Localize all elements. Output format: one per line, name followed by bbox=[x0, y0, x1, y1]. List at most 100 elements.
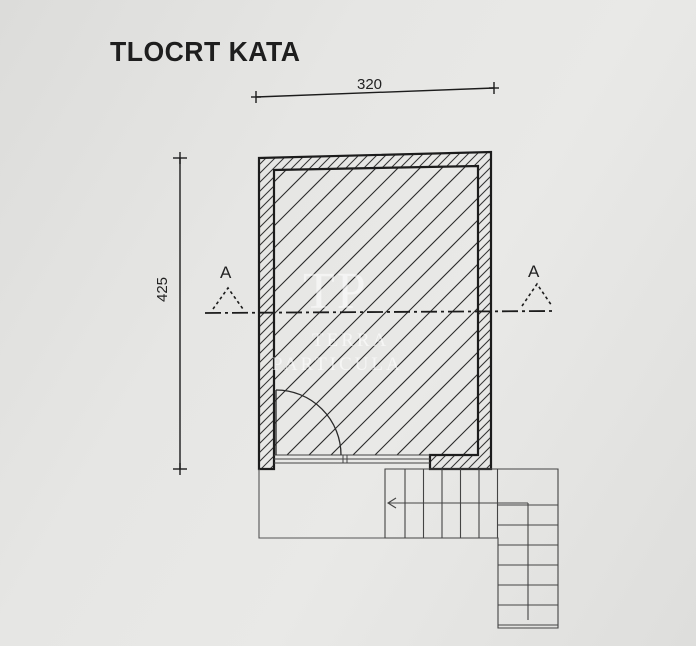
hatch-line bbox=[283, 166, 478, 455]
hatch-line bbox=[402, 152, 491, 469]
hatch-line bbox=[259, 152, 419, 469]
hatch-line bbox=[511, 150, 696, 480]
hatch-line bbox=[321, 152, 491, 469]
hatch-line bbox=[0, 150, 256, 480]
hatch-line bbox=[520, 150, 696, 480]
hatch-line bbox=[556, 150, 696, 480]
hatch-line bbox=[415, 166, 478, 455]
hatch-line bbox=[259, 152, 446, 469]
hatch-line bbox=[0, 150, 152, 480]
hatch-line bbox=[538, 150, 696, 480]
hatch-line bbox=[682, 150, 696, 480]
hatch-line bbox=[259, 152, 491, 469]
hatch-line bbox=[526, 150, 696, 480]
hatch-line bbox=[459, 166, 478, 455]
hatch-line bbox=[305, 166, 478, 455]
hatch-line bbox=[0, 150, 202, 480]
hatch-line bbox=[691, 150, 696, 480]
hatch-line bbox=[646, 150, 696, 480]
section-marker-left-label: A bbox=[220, 263, 232, 282]
hatch-line bbox=[274, 166, 351, 455]
hatch-line bbox=[658, 150, 696, 480]
hatch-line bbox=[0, 150, 175, 480]
section-marker-right bbox=[521, 282, 553, 307]
hatch-line bbox=[393, 166, 478, 455]
hatch-line bbox=[465, 152, 491, 469]
hatch-line bbox=[614, 150, 696, 480]
hatch-line bbox=[339, 152, 491, 469]
hatch-line bbox=[274, 166, 395, 455]
hatch-line bbox=[502, 150, 696, 480]
hatch-line bbox=[628, 150, 696, 480]
hatch-line bbox=[592, 150, 696, 480]
door-swing bbox=[275, 389, 342, 456]
hatch-line bbox=[0, 150, 262, 480]
hatch-line bbox=[504, 150, 696, 480]
hatch-line bbox=[259, 152, 347, 469]
bottom-opening bbox=[274, 454, 430, 464]
drawing-title: TLOCRT KATA bbox=[110, 36, 301, 67]
hatch-line bbox=[259, 152, 293, 469]
hatch-line bbox=[429, 152, 491, 469]
hatch-line bbox=[619, 150, 696, 480]
hatch-line bbox=[274, 166, 461, 455]
hatch-line bbox=[474, 152, 491, 469]
hatch-line bbox=[592, 150, 696, 480]
hatch-line bbox=[366, 152, 491, 469]
hatch-line bbox=[259, 152, 491, 469]
hatch-line bbox=[0, 150, 130, 480]
hatch-line bbox=[0, 150, 238, 480]
hatch-line bbox=[274, 166, 478, 455]
hatch-line bbox=[570, 150, 696, 480]
hatch-line bbox=[601, 150, 696, 480]
section-marker-left bbox=[212, 286, 244, 310]
hatch-line bbox=[547, 150, 696, 480]
hatch-line bbox=[274, 166, 478, 455]
hatch-line bbox=[0, 150, 229, 480]
hatch-line bbox=[0, 150, 247, 480]
hatch-line bbox=[0, 150, 174, 480]
hatch-line bbox=[274, 166, 478, 455]
hatch-line bbox=[274, 166, 478, 455]
height-dimension-line bbox=[173, 152, 187, 475]
hatch-line bbox=[393, 152, 491, 469]
hatch-line bbox=[673, 150, 696, 480]
hatch-line bbox=[259, 152, 464, 469]
hatch-line bbox=[348, 152, 491, 469]
hatch-line bbox=[259, 152, 284, 469]
hatch-line bbox=[274, 166, 478, 455]
watermark-monogram: TP bbox=[303, 263, 368, 320]
hatch-line bbox=[259, 152, 266, 469]
hatch-line bbox=[349, 166, 478, 455]
wall-outline bbox=[257, 150, 493, 471]
hatch-line bbox=[0, 150, 220, 480]
hatch-line bbox=[0, 150, 166, 480]
watermark-line-1: TERRA bbox=[312, 330, 390, 351]
stair-direction-arrow bbox=[386, 497, 529, 620]
hatch-line bbox=[259, 152, 491, 469]
hatch-line bbox=[482, 150, 696, 480]
hatch-line bbox=[259, 152, 491, 469]
hatch-line bbox=[259, 152, 437, 469]
hatch-line bbox=[636, 150, 696, 480]
hatch-line bbox=[610, 150, 696, 480]
hatch-line bbox=[274, 166, 417, 455]
stairs bbox=[384, 468, 559, 629]
hatch-line bbox=[456, 152, 491, 469]
hatch-line bbox=[274, 166, 329, 455]
hatch-line bbox=[664, 150, 696, 480]
hatch-line bbox=[371, 166, 478, 455]
hatch-line bbox=[259, 152, 338, 469]
section-marker-right-label: A bbox=[528, 262, 540, 281]
hatch-line bbox=[384, 152, 491, 469]
hatch-line bbox=[330, 152, 491, 469]
hatch-line bbox=[637, 150, 696, 480]
hatch-line bbox=[0, 150, 139, 480]
hatch-line bbox=[274, 166, 439, 455]
hatch-line bbox=[483, 152, 491, 469]
hatch-line bbox=[0, 150, 196, 480]
width-dimension-line bbox=[251, 82, 499, 103]
hatch-line bbox=[274, 166, 478, 455]
hatch-line bbox=[375, 152, 491, 469]
